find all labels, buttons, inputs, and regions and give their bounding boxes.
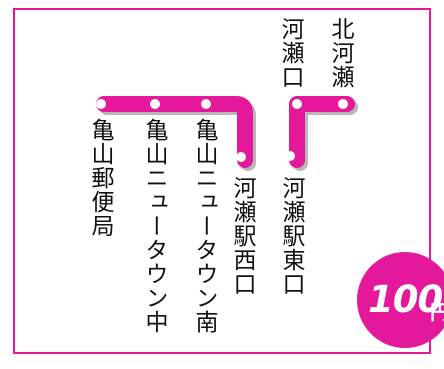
stop-marker-kita-kawase	[338, 99, 348, 109]
stop-marker-kawase-guchi	[292, 99, 302, 109]
stop-marker-kawase-eki-higashiguchi	[285, 151, 295, 161]
stop-marker-kawase-eki-nishiguchi	[236, 152, 246, 162]
west-branch-shadow	[99, 99, 256, 171]
stop-label-kawase-eki-higashiguchi: 河瀬駅東口	[278, 176, 304, 296]
stop-marker-kameyama-newtown-naka	[150, 99, 160, 109]
stop-label-kita-kawase: 北河瀬	[327, 17, 353, 89]
east-branch-shadow	[292, 99, 358, 171]
stop-markers	[96, 99, 348, 162]
stop-label-kameyama-newtown-minami: 亀山ニュータウン南	[191, 118, 217, 334]
stop-label-kawase-guchi: 河瀬口	[277, 17, 303, 89]
stop-label-kameyama-newtown-naka: 亀山ニュータウン中	[141, 118, 167, 334]
fare-amount: 100	[368, 278, 443, 321]
map-frame	[13, 8, 431, 354]
stop-marker-kameyama-newtown-minami	[201, 99, 211, 109]
west-branch-line	[96, 96, 253, 168]
stop-label-kawase-eki-nishiguchi: 河瀬駅西口	[229, 176, 255, 296]
fare-badge	[357, 252, 444, 348]
stop-marker-kameyama-yubinkyoku	[96, 99, 106, 109]
stop-label-kameyama-yubinkyoku: 亀山郵便局	[87, 118, 113, 238]
fare-unit: 円	[430, 300, 444, 324]
